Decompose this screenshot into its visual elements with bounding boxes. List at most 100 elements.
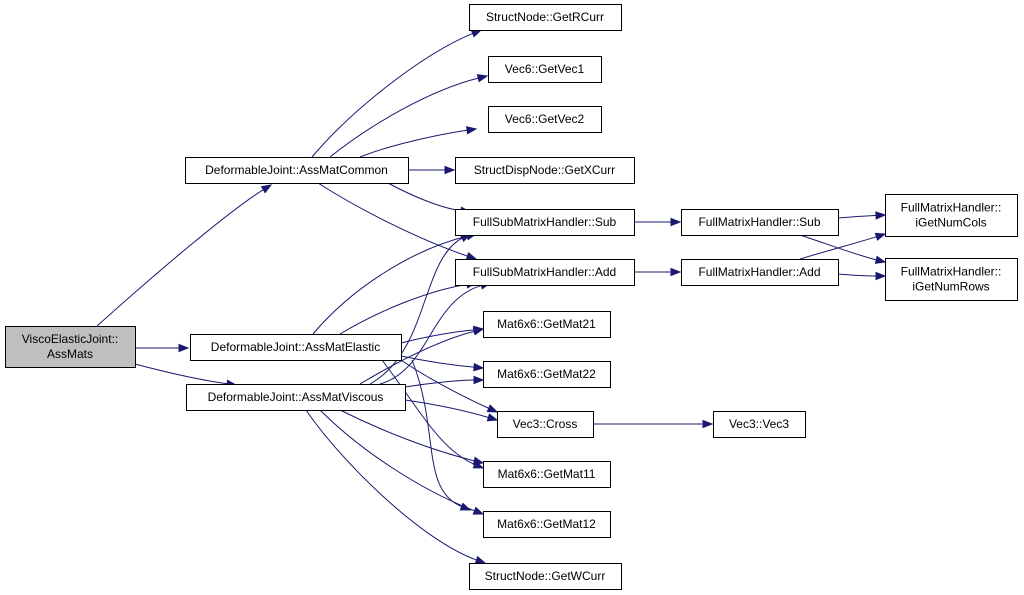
- node-common[interactable]: DeformableJoint::AssMatCommon: [185, 157, 409, 184]
- edge-arrowhead: [472, 456, 485, 465]
- node-label: FullSubMatrixHandler::Sub: [473, 215, 617, 229]
- node-box: [713, 411, 806, 438]
- node-getxcurr[interactable]: StructDispNode::GetXCurr: [455, 157, 635, 184]
- node-box: [469, 563, 622, 590]
- edge-viscous-to-mat22: [404, 375, 485, 388]
- node-label: DeformableJoint::AssMatElastic: [211, 340, 380, 354]
- node-fsub[interactable]: FullSubMatrixHandler::Sub: [455, 209, 635, 236]
- node-box: [483, 361, 611, 388]
- edge-line: [837, 273, 878, 277]
- edge-line: [400, 329, 476, 344]
- node-fmadd[interactable]: FullMatrixHandler::Add: [681, 259, 839, 286]
- edge-line: [329, 77, 480, 158]
- edge-arrowhead: [476, 74, 489, 83]
- node-mat21[interactable]: Mat6x6::GetMat21: [483, 311, 611, 338]
- edge-arrowhead: [472, 506, 485, 515]
- node-elastic[interactable]: DeformableJoint::AssMatElastic: [190, 334, 402, 361]
- edge-arrowhead: [875, 211, 887, 220]
- edge-fmadd-to-numcols: [799, 232, 887, 260]
- edge-line: [400, 355, 476, 368]
- edge-line: [799, 234, 878, 261]
- node-label: iGetNumRows: [912, 280, 989, 294]
- node-label: DeformableJoint::AssMatViscous: [208, 390, 384, 404]
- edge-elastic-to-mat21: [400, 325, 485, 344]
- node-label: FullMatrixHandler::Sub: [698, 215, 820, 229]
- edge-common-to-getrcurr: [311, 29, 483, 158]
- node-mat11[interactable]: Mat6x6::GetMat11: [483, 461, 611, 488]
- node-label: Mat6x6::GetMat12: [497, 517, 596, 531]
- node-getvec1[interactable]: Vec6::GetVec1: [488, 56, 602, 83]
- node-vec3[interactable]: Vec3::Vec3: [713, 411, 806, 438]
- node-label: Vec6::GetVec1: [505, 62, 585, 76]
- edge-elastic-to-fsub: [312, 232, 478, 335]
- node-box: [681, 259, 839, 286]
- node-label: StructDispNode::GetXCurr: [474, 163, 615, 177]
- edge-arrowhead: [670, 267, 682, 277]
- edge-fmsub-to-numrows: [799, 234, 887, 264]
- edge-fsub-to-fmsub: [634, 217, 682, 227]
- edge-line: [134, 363, 229, 385]
- node-box: [488, 56, 602, 83]
- edge-line: [404, 399, 490, 419]
- edge-viscous-to-fsub: [369, 233, 472, 385]
- edge-line: [319, 409, 476, 512]
- node-label: Vec6::GetVec2: [505, 112, 585, 126]
- node-root[interactable]: ViscoElasticJoint::AssMats: [5, 326, 136, 368]
- node-label: AssMats: [47, 347, 93, 361]
- node-label: Vec3::Vec3: [729, 417, 789, 431]
- edge-line: [96, 188, 265, 327]
- node-box: [483, 311, 611, 338]
- node-label: FullMatrixHandler::Add: [698, 265, 820, 279]
- node-cross[interactable]: Vec3::Cross: [497, 411, 594, 438]
- node-fadd[interactable]: FullSubMatrixHandler::Add: [455, 259, 635, 286]
- edge-line: [381, 359, 476, 466]
- node-box: [190, 334, 402, 361]
- node-numcols[interactable]: FullMatrixHandler::iGetNumCols: [885, 194, 1018, 237]
- node-label: FullSubMatrixHandler::Add: [473, 265, 616, 279]
- node-box: [483, 511, 611, 538]
- edge-fmsub-to-numcols: [837, 211, 887, 220]
- node-label: Mat6x6::GetMat21: [497, 317, 596, 331]
- edge-line: [339, 283, 469, 335]
- edge-elastic-to-mat22: [400, 355, 485, 372]
- edge-viscous-to-mat12: [319, 409, 485, 515]
- node-label: StructNode::GetWCurr: [485, 569, 606, 583]
- edge-line: [305, 409, 478, 561]
- edge-line: [387, 182, 463, 212]
- node-getrcurr[interactable]: StructNode::GetRCurr: [469, 4, 622, 31]
- node-box: [5, 326, 136, 368]
- node-numrows[interactable]: FullMatrixHandler::iGetNumRows: [885, 258, 1018, 301]
- node-getvec2[interactable]: Vec6::GetVec2: [488, 106, 602, 133]
- edge-elastic-to-cross: [400, 359, 499, 413]
- edge-viscous-to-cross: [404, 399, 499, 422]
- node-box: [186, 384, 406, 411]
- node-fmsub[interactable]: FullMatrixHandler::Sub: [681, 209, 839, 236]
- node-mat22[interactable]: Mat6x6::GetMat22: [483, 361, 611, 388]
- node-getwcurr[interactable]: StructNode::GetWCurr: [469, 563, 622, 590]
- edge-arrowhead: [473, 362, 485, 372]
- edge-arrowhead: [260, 184, 273, 194]
- edge-arrowhead: [874, 255, 887, 264]
- node-viscous[interactable]: DeformableJoint::AssMatViscous: [186, 384, 406, 411]
- edge-arrowhead: [875, 271, 887, 281]
- node-label: FullMatrixHandler::: [901, 265, 1002, 279]
- edge-arrowhead: [874, 232, 887, 241]
- edge-line: [339, 409, 476, 462]
- node-label: Vec3::Cross: [513, 417, 578, 431]
- edge-fmadd-to-numrows: [837, 271, 887, 281]
- edge-arrowhead: [670, 217, 682, 227]
- edge-line: [379, 284, 483, 385]
- node-box: [488, 106, 602, 133]
- node-mat12[interactable]: Mat6x6::GetMat12: [483, 511, 611, 538]
- edge-line: [404, 379, 476, 388]
- node-box: [497, 411, 594, 438]
- edge-line: [837, 214, 878, 219]
- node-box: [455, 157, 635, 184]
- node-box: [185, 157, 409, 184]
- edge-root-to-elastic: [135, 343, 190, 353]
- node-box: [455, 259, 635, 286]
- edge-line: [312, 235, 469, 335]
- edge-arrowhead: [466, 126, 478, 135]
- edge-arrowhead: [474, 555, 487, 564]
